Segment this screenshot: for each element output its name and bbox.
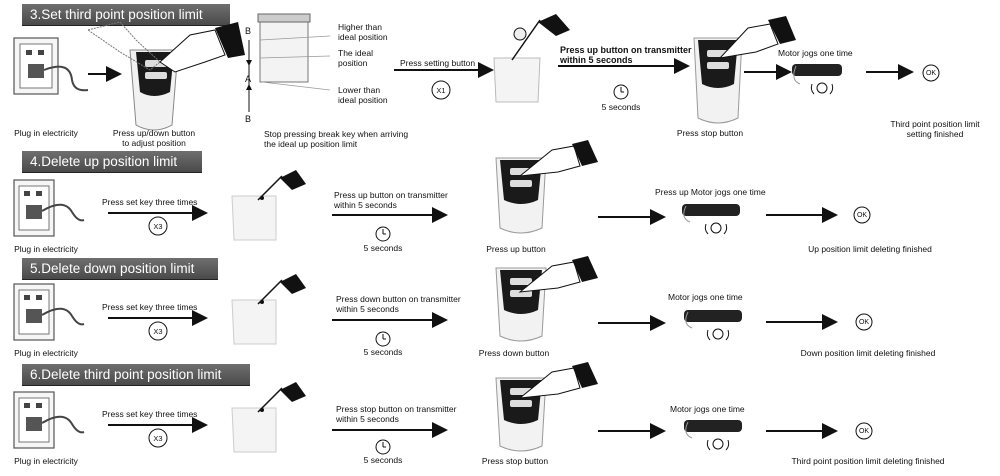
action-label: Press set key three times [102,197,198,207]
motor-label: Press up Motor jogs one time [655,187,766,197]
times-badge [148,321,168,341]
motor-head-stylus-icon [231,382,306,453]
ok-label: OK [925,70,937,77]
times-label: X3 [153,222,163,231]
action-label: Press setting button [400,58,476,68]
motor-head-stylus-icon [231,170,306,241]
result-label: Third point position limit setting finis… [890,119,980,139]
action-label: Press set key three times [102,302,198,312]
plug-label: Plug in electricity [14,128,78,138]
clock-icon [375,439,391,455]
transmitter-action-label: Press up button on transmitter within 5 … [334,190,448,210]
times-label: X3 [153,434,163,443]
motor-head-stylus-icon [493,14,570,103]
curtain-marker-mid: A [245,74,252,84]
wall-socket-icon [13,37,89,95]
press-adjust-label: Press up/down button to adjust position [112,128,196,148]
remote-label: Press stop button [481,456,549,466]
remote-control-icon [495,256,598,342]
curtain-marker-top: B [245,26,252,36]
curtain-higher-label: Higher than ideal position [338,22,388,42]
remote-label: Press stop button [676,128,744,138]
plug-label: Plug in electricity [14,456,78,466]
section-6-title: 6.Delete third point position limit [22,364,250,385]
remote-control-icon [495,362,598,452]
seconds-label: 5 seconds [363,455,403,465]
remote-control-icon [693,16,796,124]
section-3-title: 3.Set third point position limit [22,4,230,25]
seconds-label: 5 seconds [601,102,641,112]
transmitter-action-label: Press up button on transmitter within 5 … [560,45,692,65]
curtain-caption: Stop pressing break key when arriving th… [264,129,409,149]
result-label: Third point position limit deleting fini… [791,456,945,466]
motor-tube-icon [684,310,742,341]
clock-icon [613,84,629,100]
times-badge [148,216,168,236]
remote-label: Press up button [486,244,546,254]
motor-tube-icon [682,204,740,235]
ok-label: OK [858,428,870,435]
curtain-marker-bottom: B [245,114,252,124]
times-badge [431,80,451,100]
remote-label: Press down button [478,348,550,358]
seconds-label: 5 seconds [363,243,403,253]
result-label: Down position limit deleting finished [800,348,936,358]
action-label: Press set key three times [102,409,198,419]
motor-tube-icon [684,420,742,451]
transmitter-action-label: Press stop button on transmitter within … [336,404,457,424]
section-4-title: 4.Delete up position limit [22,151,202,172]
ok-label: OK [856,212,868,219]
curtain-roller-icon [246,13,331,112]
motor-tube-icon [792,64,842,95]
wall-socket-icon [13,179,85,237]
ok-label: OK [858,319,870,326]
ok-badge [922,64,940,82]
times-badge [148,428,168,448]
motor-label: Motor jogs one time [778,48,853,58]
seconds-label: 5 seconds [363,347,403,357]
plug-label: Plug in electricity [14,244,78,254]
clock-icon [375,331,391,347]
ok-badge [855,313,873,331]
plug-label: Plug in electricity [14,348,78,358]
motor-head-stylus-icon [231,274,306,345]
clock-icon [375,226,391,242]
wall-socket-icon [13,391,85,449]
wall-socket-icon [13,283,85,341]
ok-badge [853,206,871,224]
remote-control-icon [495,140,598,234]
transmitter-action-label: Press down button on transmitter within … [336,294,461,314]
curtain-lower-label: Lower than ideal position [338,85,388,105]
curtain-ideal-label: The ideal position [338,48,373,68]
motor-label: Motor jogs one time [670,404,745,414]
ok-badge [855,422,873,440]
result-label: Up position limit deleting finished [808,244,932,254]
motor-head-press-icon [86,21,245,131]
times-label: X3 [153,327,163,336]
section-5-title: 5.Delete down position limit [22,258,218,279]
times-label: X1 [436,86,446,95]
motor-label: Motor jogs one time [668,292,743,302]
